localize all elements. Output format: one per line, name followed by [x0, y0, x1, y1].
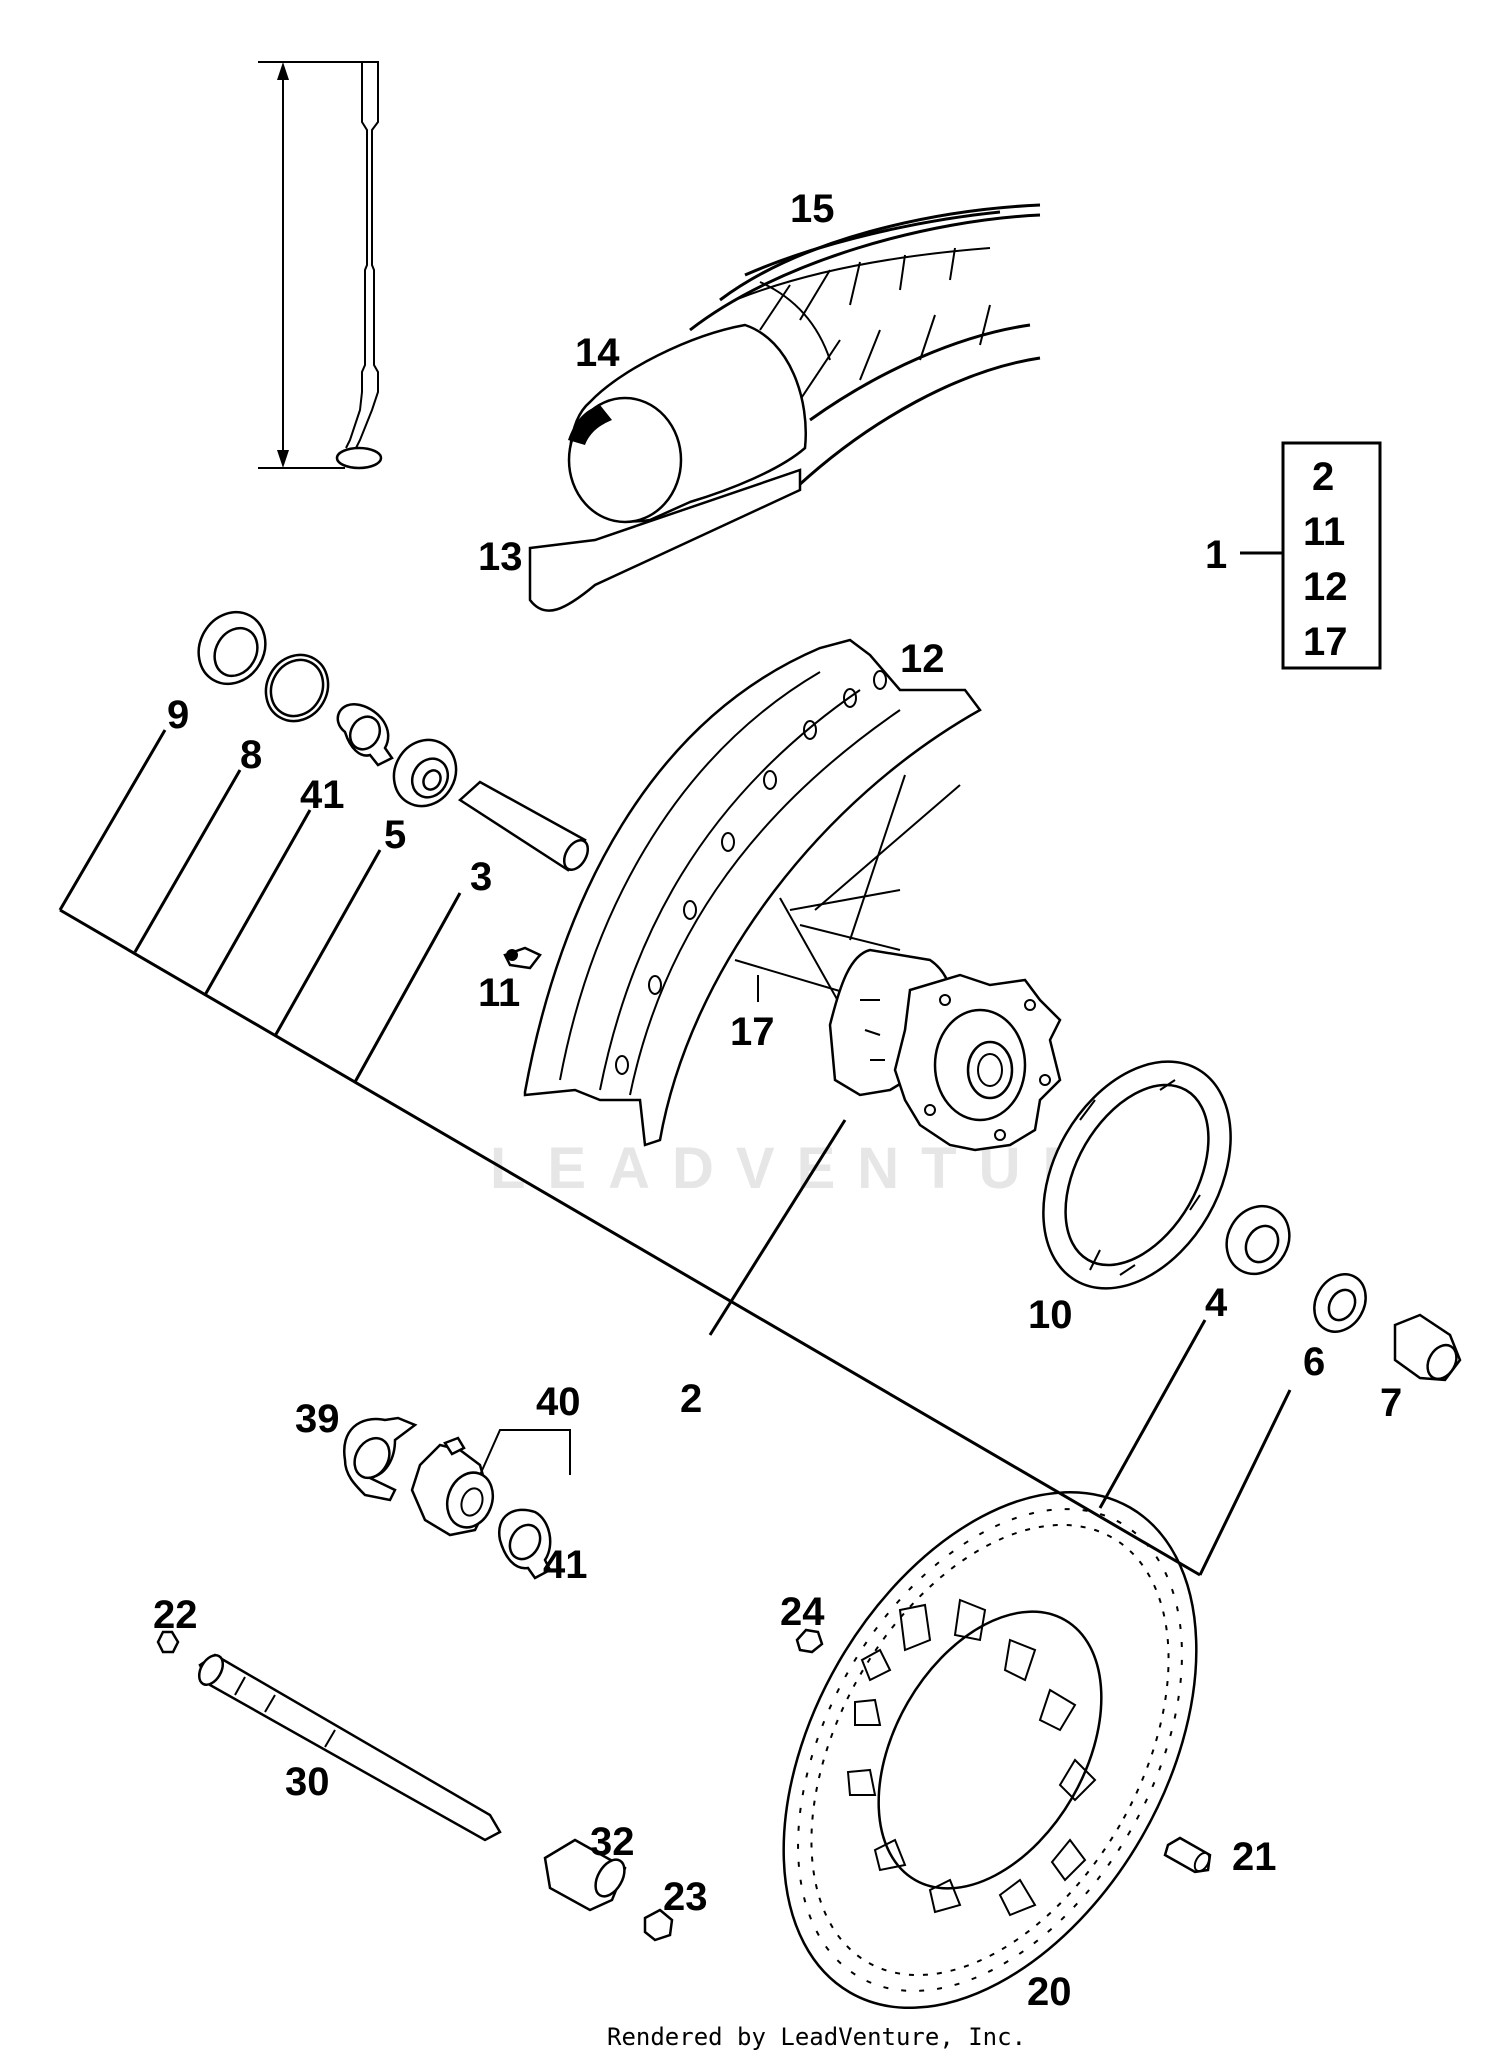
- label-spacer: 3: [470, 855, 492, 899]
- rim-band: [528, 468, 802, 612]
- axle-parts: [156, 1628, 824, 1942]
- label-disc-ring: 10: [1028, 1293, 1073, 1337]
- watermark: LEADVENTURE: [490, 1136, 1167, 1201]
- label-speedo-ring: 39: [295, 1397, 340, 1441]
- label-tube: 14: [575, 331, 620, 375]
- kit-item-1: 11: [1303, 510, 1345, 554]
- part-labels: 15 14 13 12 9 8 41 5 3 11 17 2 10 4 6 7 …: [153, 187, 1402, 2014]
- hub: [828, 948, 1062, 1152]
- kit-item-2: 12: [1303, 565, 1348, 609]
- label-circlip-drive: 41: [543, 1543, 588, 1587]
- label-seal-left: 9: [167, 693, 189, 737]
- footer-credit: Rendered by LeadVenture, Inc.: [607, 2023, 1026, 2051]
- label-tire: 15: [790, 187, 835, 231]
- disc-slots: [846, 1598, 1097, 1917]
- label-o-ring: 8: [240, 733, 262, 777]
- tire-section: [689, 203, 1041, 488]
- label-spoke-nipple: 11: [478, 971, 520, 1015]
- spoke-dimension: [258, 61, 383, 470]
- rim-holes: [615, 670, 887, 1075]
- label-circlip-left: 41: [300, 773, 345, 817]
- leader-lines: [58, 729, 1292, 1577]
- label-disc-nut: 24: [780, 1590, 825, 1634]
- label-speedo-drive: 40: [536, 1380, 581, 1424]
- label-axle: 30: [285, 1760, 330, 1804]
- label-disc-bolt: 21: [1232, 1835, 1277, 1879]
- label-spacer-sleeve: 32: [590, 1820, 635, 1864]
- label-bearing-left: 5: [384, 813, 406, 857]
- label-hub: 2: [680, 1377, 702, 1421]
- inner-tube: [567, 323, 807, 524]
- kit-item-0: 2: [1312, 455, 1334, 499]
- label-rim: 12: [900, 637, 945, 681]
- label-bearing-right: 4: [1205, 1281, 1228, 1325]
- label-rim-band: 13: [478, 535, 523, 579]
- label-brake-disc: 20: [1027, 1970, 1072, 2014]
- kit-number: 1: [1205, 533, 1227, 577]
- kit-item-3: 17: [1303, 620, 1348, 664]
- label-seal-right: 6: [1303, 1340, 1325, 1384]
- label-nut-23: 23: [663, 1875, 708, 1919]
- rim: [523, 638, 982, 1147]
- left-parts: [197, 610, 590, 970]
- label-bushing: 7: [1380, 1381, 1402, 1425]
- speedo-drive-parts: [342, 1416, 571, 1580]
- label-axle-nut: 22: [153, 1593, 198, 1637]
- brake-disc: [782, 1490, 1212, 2010]
- right-parts: [1042, 1060, 1462, 1382]
- label-spokes: 17: [730, 1010, 775, 1054]
- kit-box: 1 2 11 12 17: [1205, 441, 1382, 670]
